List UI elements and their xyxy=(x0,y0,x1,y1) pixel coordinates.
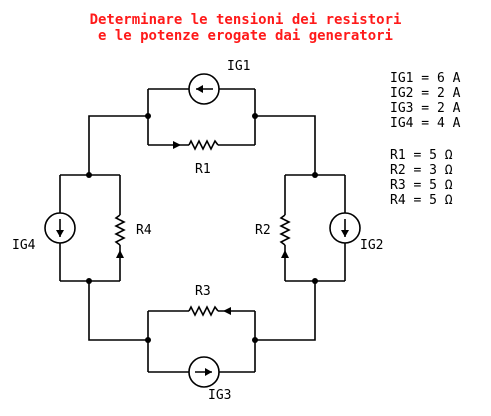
r1-direction-arrow-icon xyxy=(173,141,181,149)
resistance-value-r2: R2 = 3 Ω xyxy=(390,163,453,178)
wire-top-to-right xyxy=(255,115,316,175)
node-left-top xyxy=(86,172,92,178)
ig3-label: IG3 xyxy=(208,388,231,403)
ig4-current-source-icon xyxy=(44,212,76,244)
current-value-ig2: IG2 = 2 A xyxy=(390,86,461,101)
r2-resistor-icon xyxy=(279,214,291,246)
r1-resistor-icon xyxy=(188,139,219,151)
right-branch: R2 IG2 xyxy=(255,172,383,284)
ig1-label: IG1 xyxy=(227,59,250,74)
r1-label: R1 xyxy=(195,162,211,177)
r2-direction-arrow-icon xyxy=(281,250,289,258)
r4-direction-arrow-icon xyxy=(116,250,124,258)
r4-label: R4 xyxy=(136,223,152,238)
ig3-current-source-icon xyxy=(188,356,220,388)
r2-label: R2 xyxy=(255,223,271,238)
resistance-value-r4: R4 = 5 Ω xyxy=(390,193,453,208)
node-right-top xyxy=(312,172,318,178)
current-value-ig1: IG1 = 6 A xyxy=(390,71,461,86)
left-branch: R4 IG4 xyxy=(12,172,152,284)
ig2-label: IG2 xyxy=(360,238,383,253)
node-bottom-left xyxy=(145,337,151,343)
current-value-ig3: IG3 = 2 A xyxy=(390,101,461,116)
values-list: IG1 = 6 A IG2 = 2 A IG3 = 2 A IG4 = 4 A … xyxy=(390,71,461,208)
r3-resistor-icon xyxy=(188,305,219,317)
title-line-1: Determinare le tensioni dei resistori xyxy=(89,12,402,28)
r3-label: R3 xyxy=(195,284,211,299)
wire-left-to-bottom xyxy=(88,281,148,341)
ig2-current-source-icon xyxy=(329,212,361,244)
ig1-current-source-icon xyxy=(188,73,220,105)
bottom-branch: R3 IG3 xyxy=(145,284,258,403)
resistance-value-r3: R3 = 5 Ω xyxy=(390,178,453,193)
wire-top-to-left xyxy=(88,115,148,175)
node-bottom-right xyxy=(252,337,258,343)
r3-direction-arrow-icon xyxy=(223,307,231,315)
ig4-label: IG4 xyxy=(12,238,36,253)
current-value-ig4: IG4 = 4 A xyxy=(390,116,461,131)
top-branch: IG1 R1 xyxy=(145,59,258,177)
resistance-value-r1: R1 = 5 Ω xyxy=(390,148,453,163)
wire-right-to-bottom xyxy=(255,281,316,341)
r4-resistor-icon xyxy=(114,214,126,246)
title-line-2: e le potenze erogate dai generatori xyxy=(97,28,393,44)
